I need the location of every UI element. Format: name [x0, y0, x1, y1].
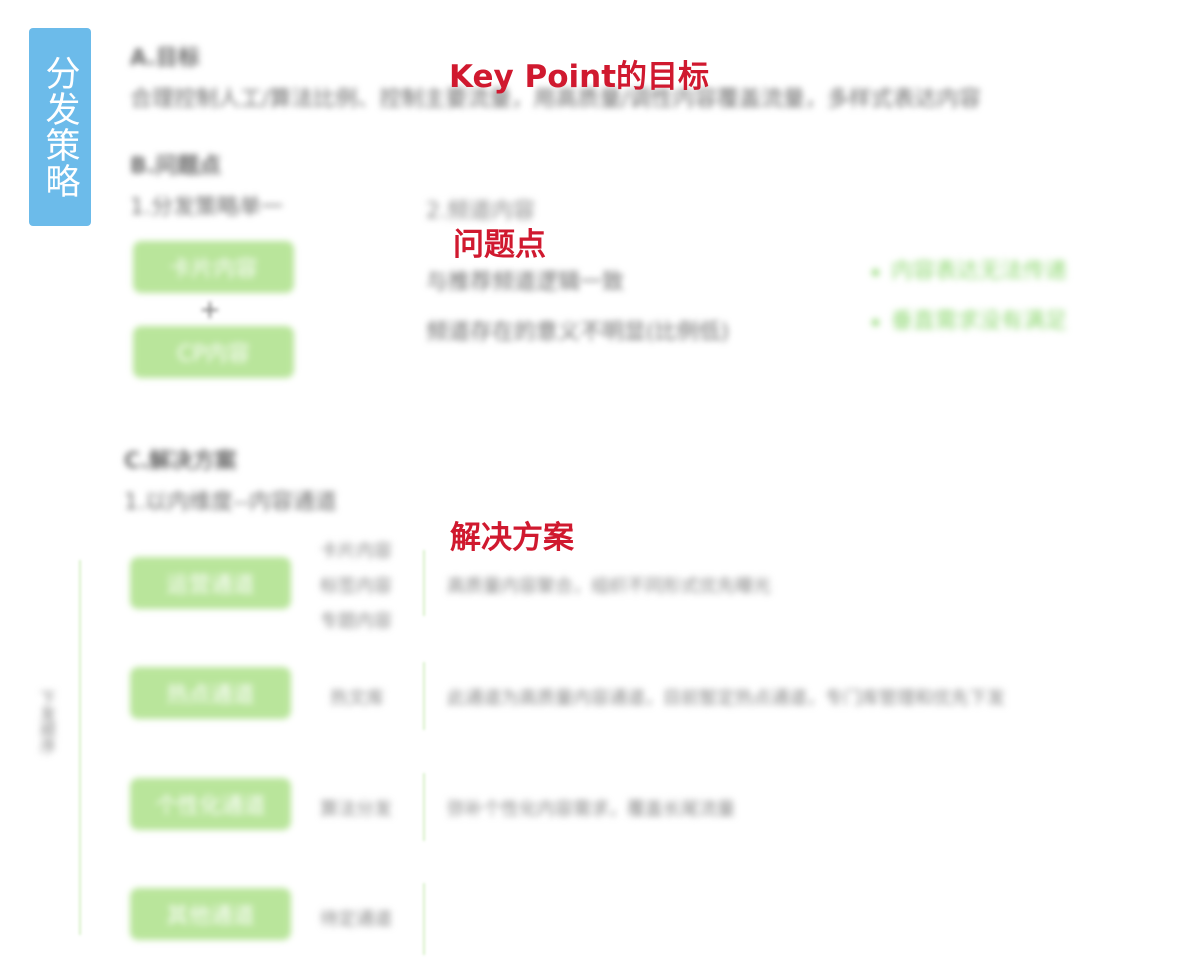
channel-tag: 专题内容 — [320, 611, 392, 632]
section-c-heading: C.解决方案 — [124, 449, 237, 474]
channel-operations: 运营通道 — [130, 557, 291, 609]
section-c-sub: 1.以内维度--内容通道 — [124, 490, 337, 515]
bullet-1: 内容表达无法传递 — [872, 253, 1067, 285]
plus-sign: + — [199, 295, 221, 325]
divider-line — [423, 550, 425, 616]
channel-other-label: 其他通道 — [166, 904, 255, 929]
section-a-text: 合理控制人工/算法比例、控制主要流量，用高质量/调性内容覆盖流量，多样式表达内容 — [130, 87, 981, 112]
channel-desc: 弥补个性化内容需求，覆盖长尾流量 — [447, 799, 735, 820]
annotation-goal: Key Point的目标 — [449, 59, 710, 95]
divider-line — [423, 773, 425, 841]
box-cp-content-label: CP内容 — [177, 342, 250, 367]
channel-desc: 此通道为高质量内容通道，目前暂定热点通道，专门库管理和优先下发 — [447, 688, 1005, 709]
bullet-2: 垂直需求没有满足 — [872, 303, 1067, 335]
divider-line — [423, 883, 425, 955]
section-b-sub2: 2.频道内容 — [426, 199, 535, 224]
channel-other: 其他通道 — [130, 888, 291, 940]
channel-personalized-label: 个性化通道 — [155, 794, 266, 819]
channel-tag: 待定通道 — [320, 909, 392, 930]
section-title-text: 分发策略 — [39, 55, 80, 199]
box-cp-content: CP内容 — [133, 326, 294, 378]
box-card-content-label: 卡片内容 — [169, 257, 258, 282]
channel-personalized: 个性化通道 — [130, 778, 291, 830]
bullet-dot-icon — [872, 268, 879, 276]
channel-tag: 热文库 — [330, 688, 384, 709]
annotation-problem: 问题点 — [453, 227, 546, 263]
section-a-heading: A.目标 — [130, 46, 200, 71]
section-b-sub1: 1.分发策略单一 — [130, 195, 283, 220]
problem-point-1: 与推荐频道逻辑一致 — [426, 270, 625, 295]
bullet-1-text: 内容表达无法传递 — [891, 259, 1068, 284]
divider-line — [423, 662, 425, 730]
channel-tag: 标签内容 — [320, 576, 392, 597]
problem-point-2: 频道存在的意义不明显(比例低) — [426, 320, 730, 345]
annotation-solution: 解决方案 — [450, 520, 574, 556]
bullet-dot-icon — [872, 318, 879, 326]
channel-tag: 卡片内容 — [320, 541, 392, 562]
order-label: 下发顺序 — [37, 690, 56, 754]
channel-hot-label: 热点通道 — [166, 683, 255, 708]
channel-desc: 高质量内容聚合，组织不同形式优先曝光 — [447, 576, 771, 597]
channel-operations-label: 运营通道 — [166, 573, 255, 598]
box-card-content: 卡片内容 — [133, 241, 294, 293]
order-line — [79, 560, 81, 935]
channel-hot: 热点通道 — [130, 667, 291, 719]
channel-tag: 算法分发 — [320, 799, 392, 820]
section-title-tab: 分发策略 — [29, 28, 91, 226]
bullet-2-text: 垂直需求没有满足 — [891, 309, 1068, 334]
section-b-heading: B.问题点 — [130, 154, 222, 179]
